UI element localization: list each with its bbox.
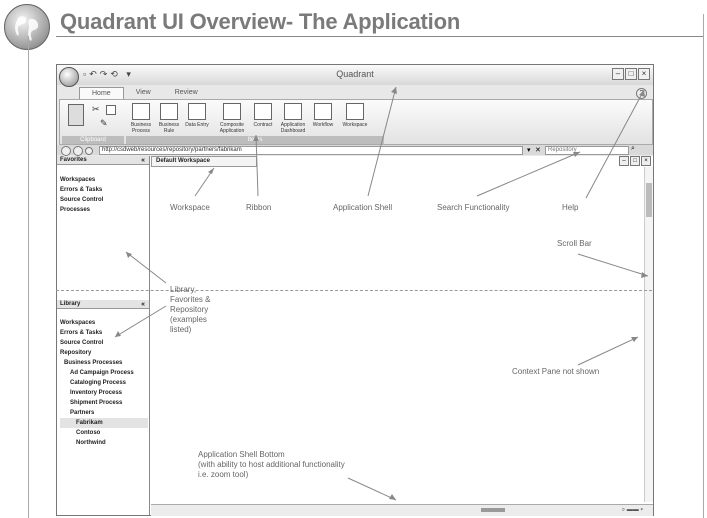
left-panel: Favorites« Workspaces Errors & Tasks Sou… [57,156,150,515]
favorites-item-processes[interactable]: Processes [60,207,91,213]
doc-maximize-icon[interactable]: □ [630,156,640,166]
address-bar: http://csdweb/resources/repository/partn… [57,145,653,156]
library-item-partners[interactable]: Partners [70,410,95,416]
favorites-list: Workspaces Errors & Tasks Source Control… [60,175,103,215]
main-area: Favorites« Workspaces Errors & Tasks Sou… [57,156,653,516]
search-input[interactable]: Repository [545,146,629,155]
callout-application-shell: Application Shell [333,203,393,212]
library-item-errors-tasks[interactable]: Errors & Tasks [60,330,103,336]
favorites-item-workspaces[interactable]: Workspaces [60,177,96,183]
window-title: Quadrant [336,69,374,79]
ribbon-tabs: Home View Review [79,87,210,99]
collapse-library-icon[interactable]: « [141,301,145,308]
library-tree: Workspaces Errors & Tasks Source Control… [60,318,148,448]
format-painter-icon[interactable]: ✎ [100,118,108,128]
data-entry-button[interactable]: Data Entry [182,103,212,128]
quick-access-toolbar[interactable]: ▫↶↷⟲ ▾ [83,69,134,79]
status-bar: ⌕ ▬▬ ▾ [151,504,653,516]
callout-context-pane: Context Pane not shown [512,367,600,376]
workflow-button[interactable]: Workflow [308,103,338,128]
callout-ribbon: Ribbon [246,203,272,212]
favorites-item-source-control[interactable]: Source Control [60,197,104,203]
contract-button[interactable]: Contract [248,103,278,128]
library-item-inventory[interactable]: Inventory Process [70,390,123,396]
library-item-shipment[interactable]: Shipment Process [70,400,123,406]
globe-logo-icon [4,4,50,50]
callout-library: Library, Favorites & Repository (example… [170,285,211,334]
application-dashboard-button[interactable]: Application Dashboard [276,103,310,134]
title-bar: ▫↶↷⟲ ▾ Quadrant – □ × [57,65,653,87]
copy-icon[interactable] [106,105,116,115]
title-divider [56,36,704,37]
library-item-workspaces[interactable]: Workspaces [60,320,96,326]
library-item-source-control[interactable]: Source Control [60,340,104,346]
tab-view[interactable]: View [135,89,151,96]
workspace-button[interactable]: Workspace [338,103,372,128]
application-orb-button[interactable] [59,67,79,87]
refresh-icon[interactable]: ▾ [527,147,531,154]
maximize-icon[interactable]: □ [625,68,637,80]
callout-help: Help [562,203,579,212]
library-item-cataloging[interactable]: Cataloging Process [70,380,127,386]
tab-home[interactable]: Home [79,87,124,99]
business-rule-button[interactable]: Business Rule [154,103,184,134]
close-icon[interactable]: × [638,68,650,80]
stop-icon[interactable]: ✕ [535,147,541,154]
favorites-header: Favorites« [57,156,149,165]
address-input[interactable]: http://csdweb/resources/repository/partn… [99,146,523,155]
doc-close-icon[interactable]: × [641,156,651,166]
scrollbar-thumb[interactable] [646,183,652,217]
clipboard-group: ✂ ✎ Clipboard [62,100,124,144]
callout-workspace: Workspace [170,203,210,212]
library-item-ad-campaign[interactable]: Ad Campaign Process [70,370,134,376]
right-border-line [703,14,704,518]
collapse-favorites-icon[interactable]: « [141,157,145,164]
library-item-fabrikam[interactable]: Fabrikam [60,418,148,428]
document-window: Default Workspace – □ × [151,156,653,515]
forward-icon[interactable] [73,146,83,156]
clipboard-group-label: Clipboard [62,136,124,144]
zoom-tool[interactable]: ⌕ ▬▬ ▾ [621,507,643,513]
history-dropdown-icon[interactable] [85,147,93,155]
slide-title: Quadrant UI Overview- The Application [60,9,461,34]
callout-shell-bottom: Application Shell Bottom (with ability t… [198,450,345,479]
tab-review[interactable]: Review [174,89,198,96]
left-border-line [28,36,29,518]
vertical-scrollbar[interactable] [644,167,653,502]
library-item-business-processes[interactable]: Business Processes [64,360,123,366]
library-header: Library« [57,300,149,309]
library-item-northwind[interactable]: Northwind [76,440,106,446]
paste-icon[interactable] [68,104,84,126]
callout-search-functionality: Search Functionality [437,203,510,212]
minimize-icon[interactable]: – [612,68,624,80]
status-slider[interactable] [481,508,505,512]
favorites-item-errors-tasks[interactable]: Errors & Tasks [60,187,103,193]
pane-divider-dashed [56,290,652,291]
callout-scroll-bar: Scroll Bar [557,239,592,248]
library-item-contoso[interactable]: Contoso [76,430,101,436]
composite-application-button[interactable]: Composite Application [212,103,252,134]
doc-minimize-icon[interactable]: – [619,156,629,166]
search-icon[interactable]: ⌕ [631,145,635,152]
cut-icon[interactable]: ✂ [92,104,100,114]
business-process-button[interactable]: Business Process [126,103,156,134]
back-icon[interactable] [61,146,71,156]
library-item-repository[interactable]: Repository [60,350,92,356]
